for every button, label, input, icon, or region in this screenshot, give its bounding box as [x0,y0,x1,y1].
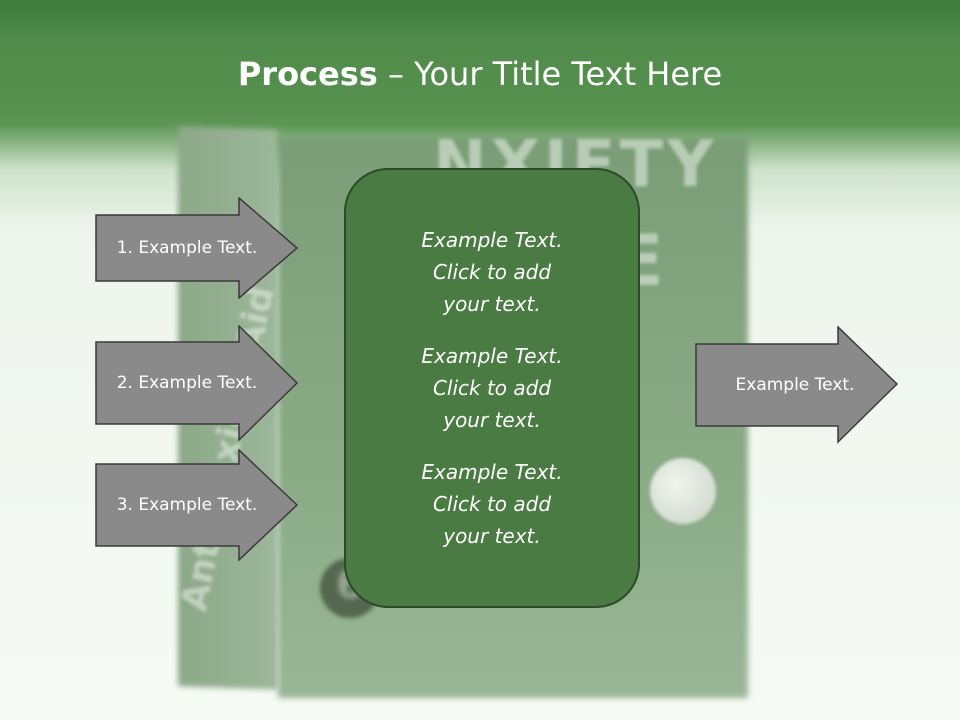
input-arrow-label-1: 1. Example Text. [116,238,258,258]
center-text-line: Click to add [432,492,552,516]
center-text-line: Click to add [432,260,552,284]
input-arrow-1[interactable]: 1. Example Text. [95,197,300,299]
input-arrow-2[interactable]: 2. Example Text. [95,325,300,441]
center-text-line: Example Text. [421,228,563,252]
input-arrow-label-2: 2. Example Text. [116,373,258,393]
center-text-block-1: Example Text. Click to add your text. [421,224,562,320]
output-arrow-shape [695,326,899,444]
input-arrow-3[interactable]: 3. Example Text. [95,449,300,561]
slide-title[interactable]: Process – Your Title Text Here [0,54,960,94]
title-bold: Process [237,55,378,93]
input-arrow-label-3: 3. Example Text. [116,495,258,515]
center-process-box[interactable]: Example Text. Click to add your text. Ex… [344,168,640,608]
arrow-shape-3 [95,449,299,561]
output-arrow-label: Example Text. [735,375,855,395]
center-text-line: your text. [443,408,541,432]
arrow-shape-2 [95,325,299,441]
center-text-line: your text. [443,524,541,548]
center-text-line: Click to add [432,376,552,400]
arrow-shape-1 [95,197,299,299]
center-text-line: your text. [443,292,541,316]
center-text-line: Example Text. [421,460,563,484]
center-text-line: Example Text. [421,344,563,368]
pill-icon [650,458,716,524]
center-text-block-3: Example Text. Click to add your text. [421,456,562,552]
title-rest: – Your Title Text Here [377,55,723,93]
center-text-block-2: Example Text. Click to add your text. [421,340,562,436]
output-arrow[interactable]: Example Text. [695,326,900,444]
